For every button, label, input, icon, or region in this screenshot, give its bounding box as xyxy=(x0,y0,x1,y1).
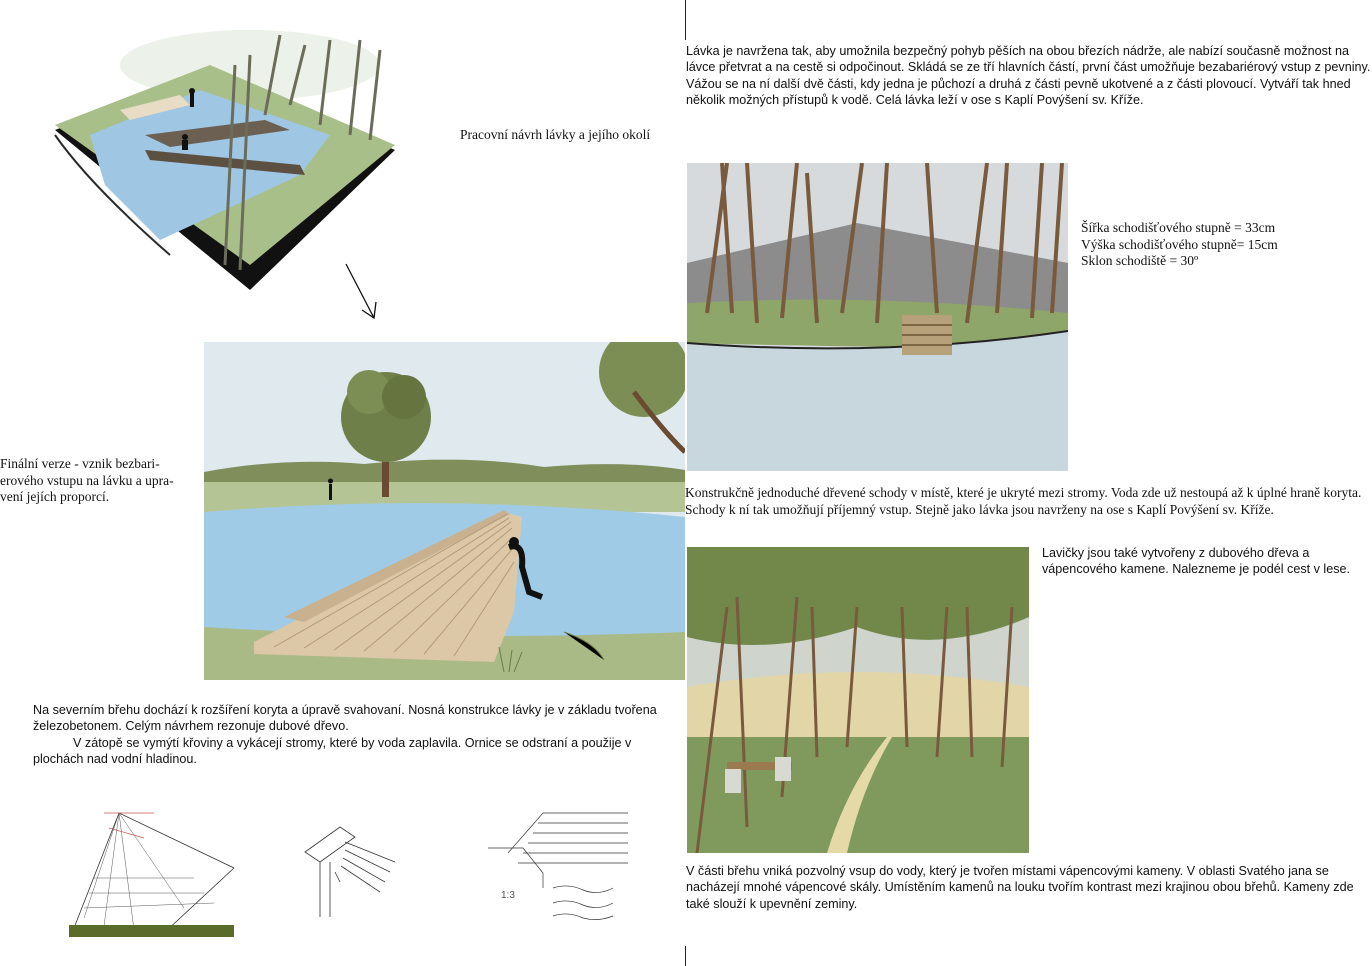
caption-working-design: Pracovní návrh lávky a jejího okolí xyxy=(460,127,651,142)
final-bridge-illustration xyxy=(204,342,685,680)
sketch-ratio-label: 1:3 xyxy=(501,890,515,901)
bench-paragraph: Lavičky jsou také vytvořeny z dubového d… xyxy=(1042,546,1351,577)
arrow-down-icon xyxy=(340,260,380,322)
stairs-paragraph: Konstrukčně jednoduché dřevené schody v … xyxy=(685,485,1362,517)
north-bank-paragraph-2: V zátopě se vymýtí křoviny a vykácejí st… xyxy=(33,735,632,767)
page-fold-top xyxy=(685,0,686,40)
slope-section-sketch xyxy=(64,808,234,938)
intro-paragraph: Lávka je navržena tak, aby umožnila bezp… xyxy=(686,44,1371,108)
stairs-illustration xyxy=(687,163,1068,471)
stair-slope-label: Sklon schodiště = 30º xyxy=(1081,253,1199,268)
stair-width-label: Šířka schodišťového stupně = 33cm xyxy=(1081,220,1276,235)
page-fold-bottom xyxy=(685,946,686,966)
stair-height-label: Výška schodišťového stupně= 15cm xyxy=(1081,236,1278,252)
shore-paragraph: V části břehu vniká pozvolný vsup do vod… xyxy=(686,864,1354,911)
north-bank-text: Na severním břehu dochází k rozšíření ko… xyxy=(33,702,678,768)
step-detail-sketch xyxy=(295,822,405,922)
deck-section-sketch: 1:3 xyxy=(483,808,633,920)
isometric-design-sketch xyxy=(50,25,400,300)
stairs-dimensions: Šířka schodišťového stupně = 33cm Výška … xyxy=(1081,220,1341,270)
caption-final-version: Finální verze - vznik bezbari­erového vs… xyxy=(0,456,174,504)
forest-bench-illustration xyxy=(687,547,1029,853)
north-bank-paragraph-1: Na severním břehu dochází k rozšíření ko… xyxy=(33,703,657,734)
